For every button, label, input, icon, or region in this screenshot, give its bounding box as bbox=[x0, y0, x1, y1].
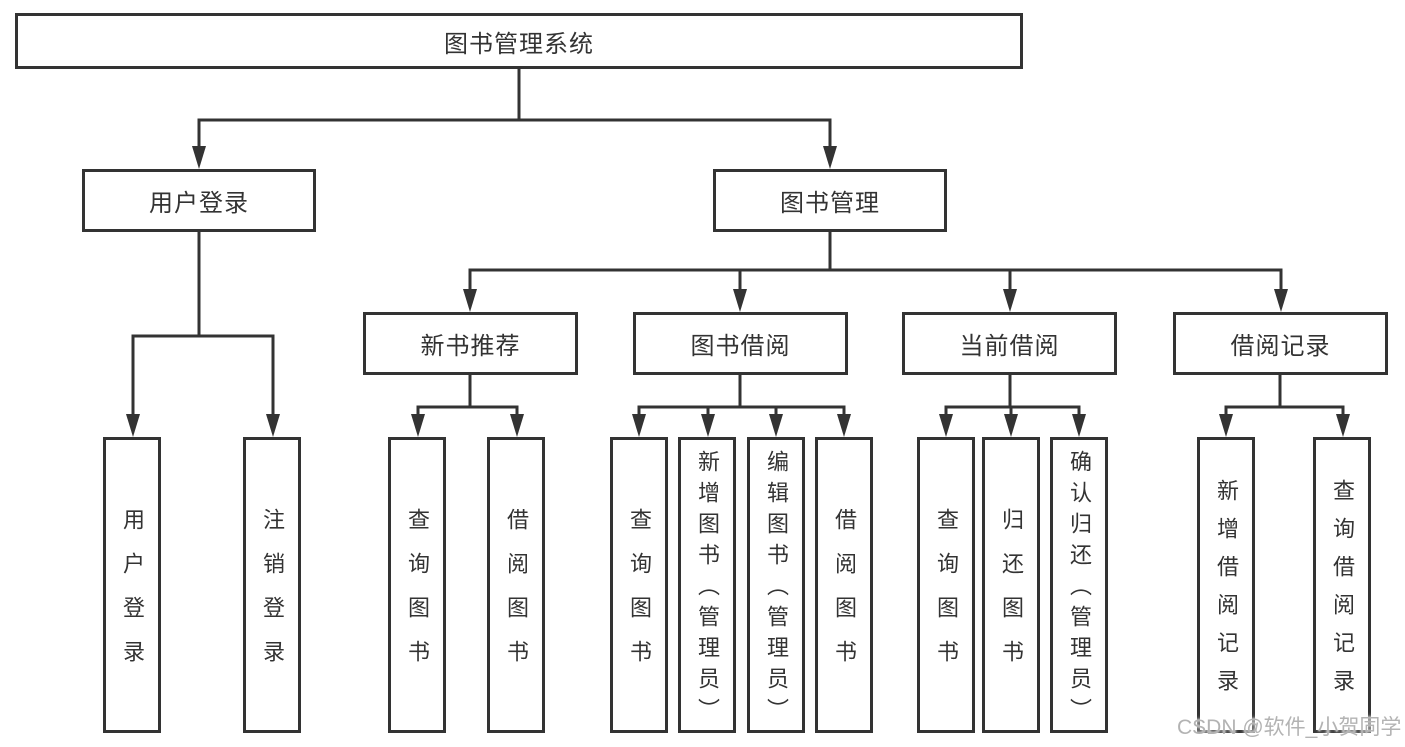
node-module-book-borrow-label: 图书借阅 bbox=[690, 333, 791, 360]
leaf-logout: 注销登录 bbox=[243, 437, 301, 733]
node-module-book-borrow: 图书借阅 bbox=[633, 312, 848, 375]
leaf-borrow-books-recommend-label: 借阅图书 bbox=[504, 508, 529, 684]
leaf-return-books-label: 归还图书 bbox=[999, 508, 1024, 684]
leaf-return-books: 归还图书 bbox=[982, 437, 1040, 733]
leaf-user-login-label: 用户登录 bbox=[120, 508, 145, 684]
node-branch-user-login: 用户登录 bbox=[82, 169, 316, 232]
leaf-add-books-admin-label: 新增图书（管理员） bbox=[695, 450, 720, 729]
leaf-logout-label: 注销登录 bbox=[260, 508, 285, 684]
leaf-query-borrow-record-label: 查询借阅记录 bbox=[1330, 479, 1355, 707]
arrowheads bbox=[126, 146, 1350, 437]
node-module-borrow-record: 借阅记录 bbox=[1173, 312, 1388, 375]
leaf-edit-books-admin: 编辑图书（管理员） bbox=[747, 437, 805, 733]
node-branch-book-management-label: 图书管理 bbox=[780, 190, 880, 217]
leaf-user-login: 用户登录 bbox=[103, 437, 161, 733]
leaf-borrow-books-recommend: 借阅图书 bbox=[487, 437, 545, 733]
node-module-current-borrow-label: 当前借阅 bbox=[959, 333, 1060, 360]
leaf-query-books-borrow: 查询图书 bbox=[610, 437, 668, 733]
leaf-borrow-books-label: 借阅图书 bbox=[832, 508, 857, 684]
node-root-label: 图书管理系统 bbox=[444, 30, 594, 58]
leaf-query-books-recommend-label: 查询图书 bbox=[405, 508, 430, 684]
leaf-add-books-admin: 新增图书（管理员） bbox=[678, 437, 736, 733]
leaf-borrow-books: 借阅图书 bbox=[815, 437, 873, 733]
node-module-borrow-record-label: 借阅记录 bbox=[1230, 333, 1331, 360]
leaf-confirm-return-admin-label: 确认归还（管理员） bbox=[1067, 450, 1092, 729]
node-branch-book-management: 图书管理 bbox=[713, 169, 947, 232]
leaf-query-borrow-record: 查询借阅记录 bbox=[1313, 437, 1371, 733]
leaf-add-borrow-record: 新增借阅记录 bbox=[1197, 437, 1255, 733]
watermark: CSDN @软件_小贺同学 bbox=[1177, 716, 1402, 739]
leaf-confirm-return-admin: 确认归还（管理员） bbox=[1050, 437, 1108, 733]
node-module-new-book-recommend-label: 新书推荐 bbox=[420, 333, 521, 360]
node-root: 图书管理系统 bbox=[15, 13, 1023, 69]
leaf-query-books-current-label: 查询图书 bbox=[934, 508, 959, 684]
leaf-query-books-borrow-label: 查询图书 bbox=[627, 508, 652, 684]
leaf-add-borrow-record-label: 新增借阅记录 bbox=[1214, 479, 1239, 707]
node-module-current-borrow: 当前借阅 bbox=[902, 312, 1117, 375]
leaf-edit-books-admin-label: 编辑图书（管理员） bbox=[764, 450, 789, 729]
node-branch-user-login-label: 用户登录 bbox=[149, 190, 249, 217]
leaf-query-books-recommend: 查询图书 bbox=[388, 437, 446, 733]
node-module-new-book-recommend: 新书推荐 bbox=[363, 312, 578, 375]
leaf-query-books-current: 查询图书 bbox=[917, 437, 975, 733]
